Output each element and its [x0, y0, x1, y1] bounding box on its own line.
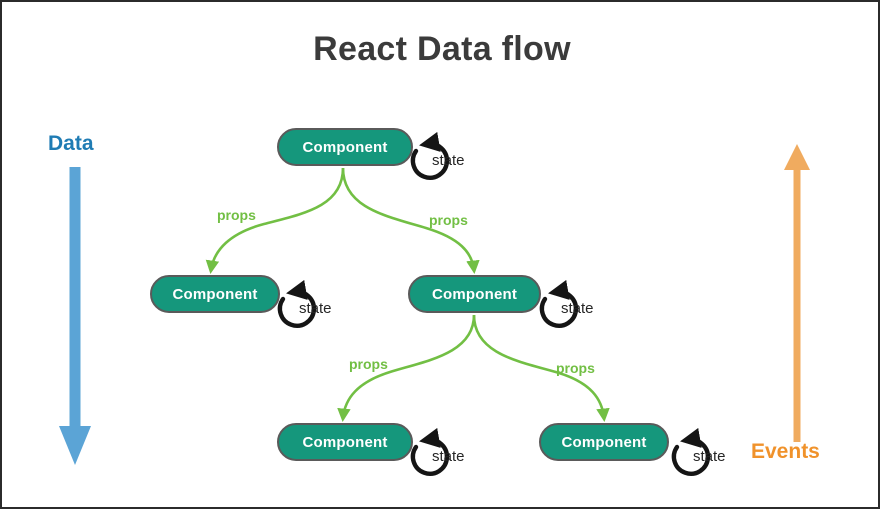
props-label-root-to-mid-right: props: [429, 212, 468, 228]
component-node-bottom-right[interactable]: Component: [539, 423, 669, 461]
state-label-root: state: [432, 152, 465, 169]
state-label-mid-right: state: [561, 300, 594, 317]
props-label-mid-right-to-bottom-left: props: [349, 356, 388, 372]
events-flow-label: Events: [751, 440, 820, 463]
component-node-root[interactable]: Component: [277, 128, 413, 166]
state-loop-bottom-left: [410, 427, 450, 476]
props-edge-mid-right-to-bottom-left: [337, 314, 476, 423]
state-loop-mid-right: [539, 279, 579, 328]
data-flow-arrow: [59, 167, 91, 465]
state-label-bottom-right: state: [693, 448, 726, 465]
props-label-root-to-mid-left: props: [217, 207, 256, 223]
state-label-mid-left: state: [299, 300, 332, 317]
component-node-bottom-left[interactable]: Component: [277, 423, 413, 461]
page-title: React Data flow: [313, 30, 571, 68]
component-node-mid-right[interactable]: Component: [408, 275, 541, 313]
state-loop-mid-left: [277, 279, 317, 328]
state-loop-root: [410, 131, 450, 180]
props-label-mid-right-to-bottom-right: props: [556, 360, 595, 376]
component-node-mid-left[interactable]: Component: [150, 275, 280, 313]
props-edge-mid-right-to-bottom-right: [472, 314, 610, 423]
state-loop-bottom-right: [671, 427, 711, 476]
data-flow-label: Data: [48, 132, 94, 155]
props-edge-root-to-mid-right: [341, 167, 480, 275]
events-flow-arrow: [784, 144, 810, 442]
state-label-bottom-left: state: [432, 448, 465, 465]
props-edge-root-to-mid-left: [205, 167, 345, 275]
